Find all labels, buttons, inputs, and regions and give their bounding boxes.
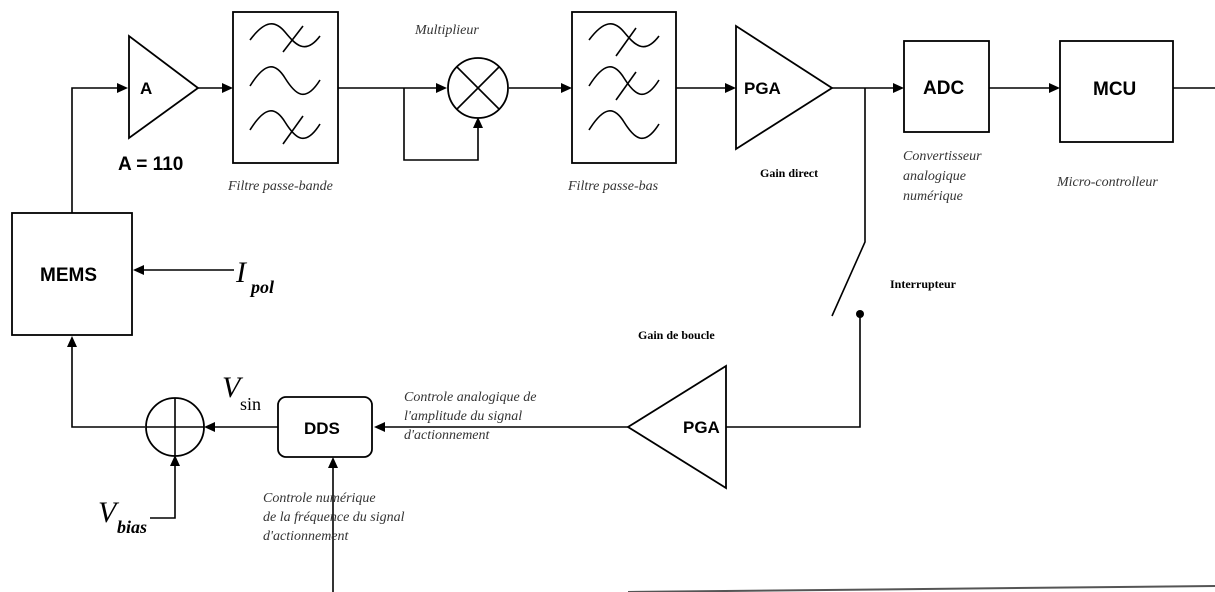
analog-ctrl-1: Controle analogique de <box>404 390 536 405</box>
pga-loop: PGA <box>626 364 727 490</box>
adc-label: ADC <box>923 78 964 99</box>
mcu-block: MCU <box>1059 40 1174 143</box>
adc-desc-2: analogique <box>903 169 966 184</box>
lowpass-label: Filtre passe-bas <box>567 179 659 194</box>
digital-ctrl-1: Controle numérique <box>263 491 376 506</box>
adc-desc-3: numérique <box>903 189 963 204</box>
wave-icon <box>249 66 321 95</box>
wire-mems-to-amp <box>71 87 120 213</box>
pga-loop-label: PGA <box>683 418 720 437</box>
mcu-label: MCU <box>1093 79 1136 100</box>
svg-text:sin: sin <box>240 394 261 414</box>
amp-label: A <box>140 79 152 98</box>
analog-ctrl-3: d'actionnement <box>404 428 491 443</box>
analog-ctrl-2: l'amplitude du signal <box>404 409 522 424</box>
wire-multiplier-feedback <box>403 88 479 161</box>
digital-ctrl-3: d'actionnement <box>263 529 350 544</box>
svg-text:V: V <box>222 371 244 404</box>
signal-wires <box>67 83 1215 592</box>
digital-ctrl-2: de la fréquence du signal <box>263 510 405 525</box>
svg-text:V: V <box>98 496 120 529</box>
pga-direct-label: PGA <box>744 79 781 98</box>
mems-label: MEMS <box>40 265 97 286</box>
multiplier <box>447 57 509 119</box>
wire-sum-to-mems <box>71 346 145 428</box>
dds-label: DDS <box>304 419 340 438</box>
adc-desc-1: Convertisseur <box>903 149 982 164</box>
adc-block: ADC <box>903 40 990 133</box>
wave-icon <box>249 23 321 48</box>
bandpass-label: Filtre passe-bande <box>227 179 333 194</box>
wire-switch-to-pga <box>726 314 861 428</box>
mcu-desc: Micro-controlleur <box>1056 175 1158 190</box>
gain-a-label: A = 110 <box>118 154 183 175</box>
gain-direct-label: Gain direct <box>760 166 818 180</box>
pga-direct: PGA <box>735 24 834 151</box>
bottom-edge-line <box>627 585 1215 592</box>
summing-junction <box>145 397 205 457</box>
wave-icon <box>588 23 660 48</box>
arrow-amp-in <box>117 83 128 93</box>
gain-loop-label: Gain de boucle <box>638 328 715 342</box>
svg-text:bias: bias <box>117 517 147 537</box>
symbol-v-sin: V sin <box>222 371 261 414</box>
svg-text:I: I <box>235 256 248 289</box>
amplifier-a: A <box>128 34 200 140</box>
bandpass-filter <box>232 11 339 164</box>
switch-label: Interrupteur <box>890 277 957 291</box>
symbol-v-bias: V bias <box>98 496 147 537</box>
symbol-i-pol: I pol <box>235 256 274 297</box>
multiplier-label: Multiplieur <box>414 23 479 38</box>
svg-text:pol: pol <box>249 277 274 297</box>
dds-block: DDS <box>277 396 373 458</box>
lowpass-filter <box>571 11 677 164</box>
switch-blade <box>831 88 866 317</box>
mems-block: MEMS <box>11 212 133 336</box>
wave-icon <box>588 110 660 139</box>
wave-icon <box>588 66 660 95</box>
wire-vbias-to-sum <box>150 462 176 519</box>
wave-icon <box>249 110 321 139</box>
